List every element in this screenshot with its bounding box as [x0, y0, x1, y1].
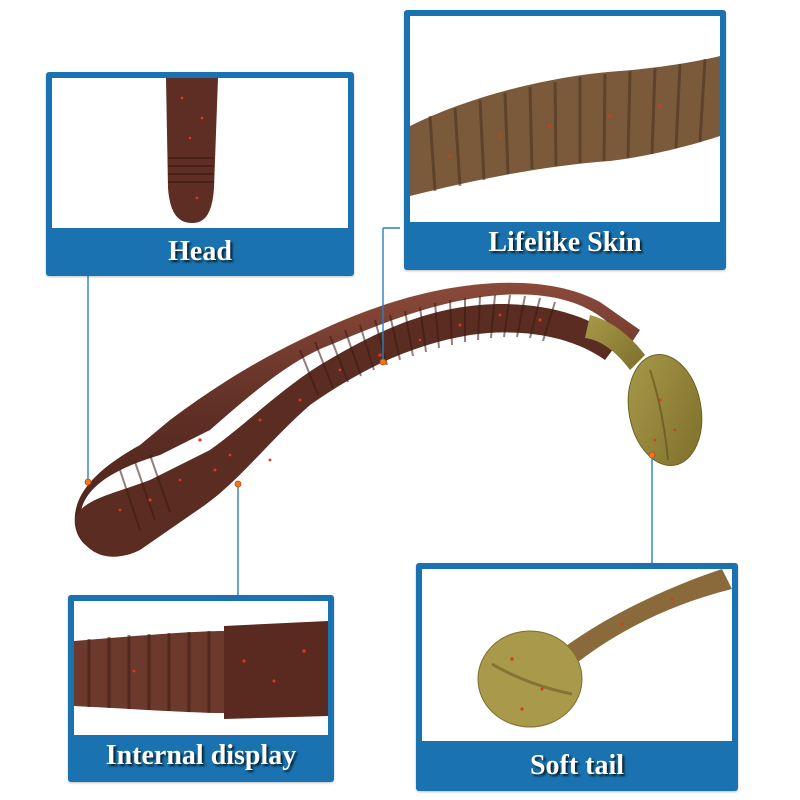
marker-dot-tail	[648, 451, 656, 459]
callout-soft-tail: Soft tail	[416, 563, 738, 791]
skin-closeup-image	[410, 16, 720, 222]
callout-lifelike-skin: Lifelike Skin	[404, 10, 726, 270]
callout-internal-display: Internal display	[68, 595, 334, 782]
head-closeup-image	[52, 78, 348, 228]
lure-tail-stem	[585, 315, 645, 370]
callout-lifelike-skin-label: Lifelike Skin	[488, 227, 642, 258]
marker-dot-head	[84, 478, 92, 486]
callout-head: Head	[46, 72, 354, 276]
callout-head-label: Head	[168, 236, 232, 267]
marker-dot-skin	[379, 358, 387, 366]
callout-soft-tail-label: Soft tail	[529, 750, 625, 781]
lure-tail-paddle	[627, 353, 703, 467]
marker-dot-internal	[234, 480, 242, 488]
callout-internal-display-label: Internal display	[105, 740, 297, 771]
internal-closeup-image	[74, 601, 328, 735]
lure-body	[74, 282, 640, 552]
tail-closeup-image	[422, 569, 732, 741]
